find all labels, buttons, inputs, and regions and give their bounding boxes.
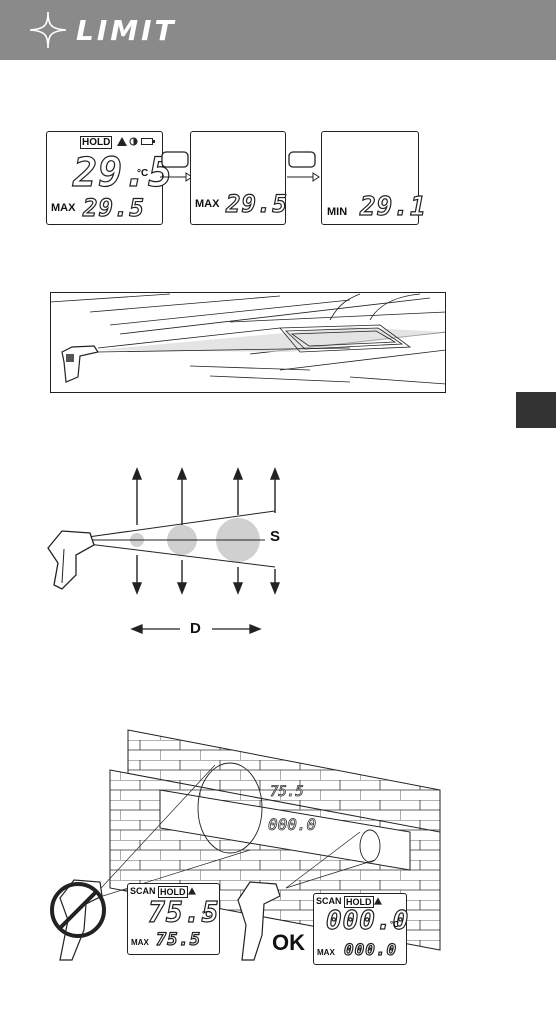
ok-label: OK xyxy=(272,930,305,956)
header-bar: LIMIT xyxy=(0,0,556,60)
limit-logo-icon xyxy=(28,10,68,50)
unit-label: °C xyxy=(390,920,399,929)
laser-warning-icon xyxy=(117,137,127,146)
max-label: MAX xyxy=(195,198,219,210)
section-tab xyxy=(516,392,556,428)
backlight-icon xyxy=(129,137,138,146)
hold-indicator: HOLD xyxy=(80,136,112,149)
lcd-display-bad: SCAN HOLD 75.5 °C MAX 75.5 xyxy=(127,883,220,955)
brand-name: LIMIT xyxy=(76,14,177,47)
mode-button-icon xyxy=(158,150,194,190)
sub-reading: 29.5 xyxy=(83,194,145,222)
battery-icon xyxy=(141,138,155,145)
lcd-display-ok: SCAN HOLD 000.0 °C MAX 000.0 xyxy=(313,893,407,965)
wall-reading-upper: 75.5 xyxy=(270,784,304,800)
laser-warning-icon xyxy=(188,887,196,895)
figure-distance-spot xyxy=(40,465,300,645)
scan-indicator: SCAN xyxy=(316,896,342,906)
lcd-display-2: MAX 29.5 xyxy=(190,131,286,225)
unit-label: °C xyxy=(137,168,148,179)
lcd-display-3: MIN 29.1 xyxy=(321,131,419,225)
lcd-display-1: HOLD 29.5 °C MAX 29.5 xyxy=(46,131,163,225)
scan-indicator: SCAN xyxy=(130,886,156,896)
min-label: MIN xyxy=(327,206,347,218)
sub-reading: 000.0 xyxy=(344,940,397,959)
distance-label: D xyxy=(190,620,201,637)
mode-button-icon xyxy=(285,150,321,190)
sub-reading: 29.1 xyxy=(360,192,427,222)
laser-warning-icon xyxy=(374,897,382,905)
sub-reading: 29.5 xyxy=(226,190,288,218)
max-label: MAX xyxy=(317,948,335,957)
figure-ceiling-measurement xyxy=(50,292,446,393)
thermometer-icon xyxy=(48,531,94,589)
unit-label: °C xyxy=(202,910,211,919)
max-label: MAX xyxy=(131,938,149,947)
sub-reading: 75.5 xyxy=(156,930,201,950)
wall-reading-lower: 000.0 xyxy=(268,815,316,834)
spot-size-label: S xyxy=(270,528,280,545)
max-label: MAX xyxy=(51,202,75,214)
